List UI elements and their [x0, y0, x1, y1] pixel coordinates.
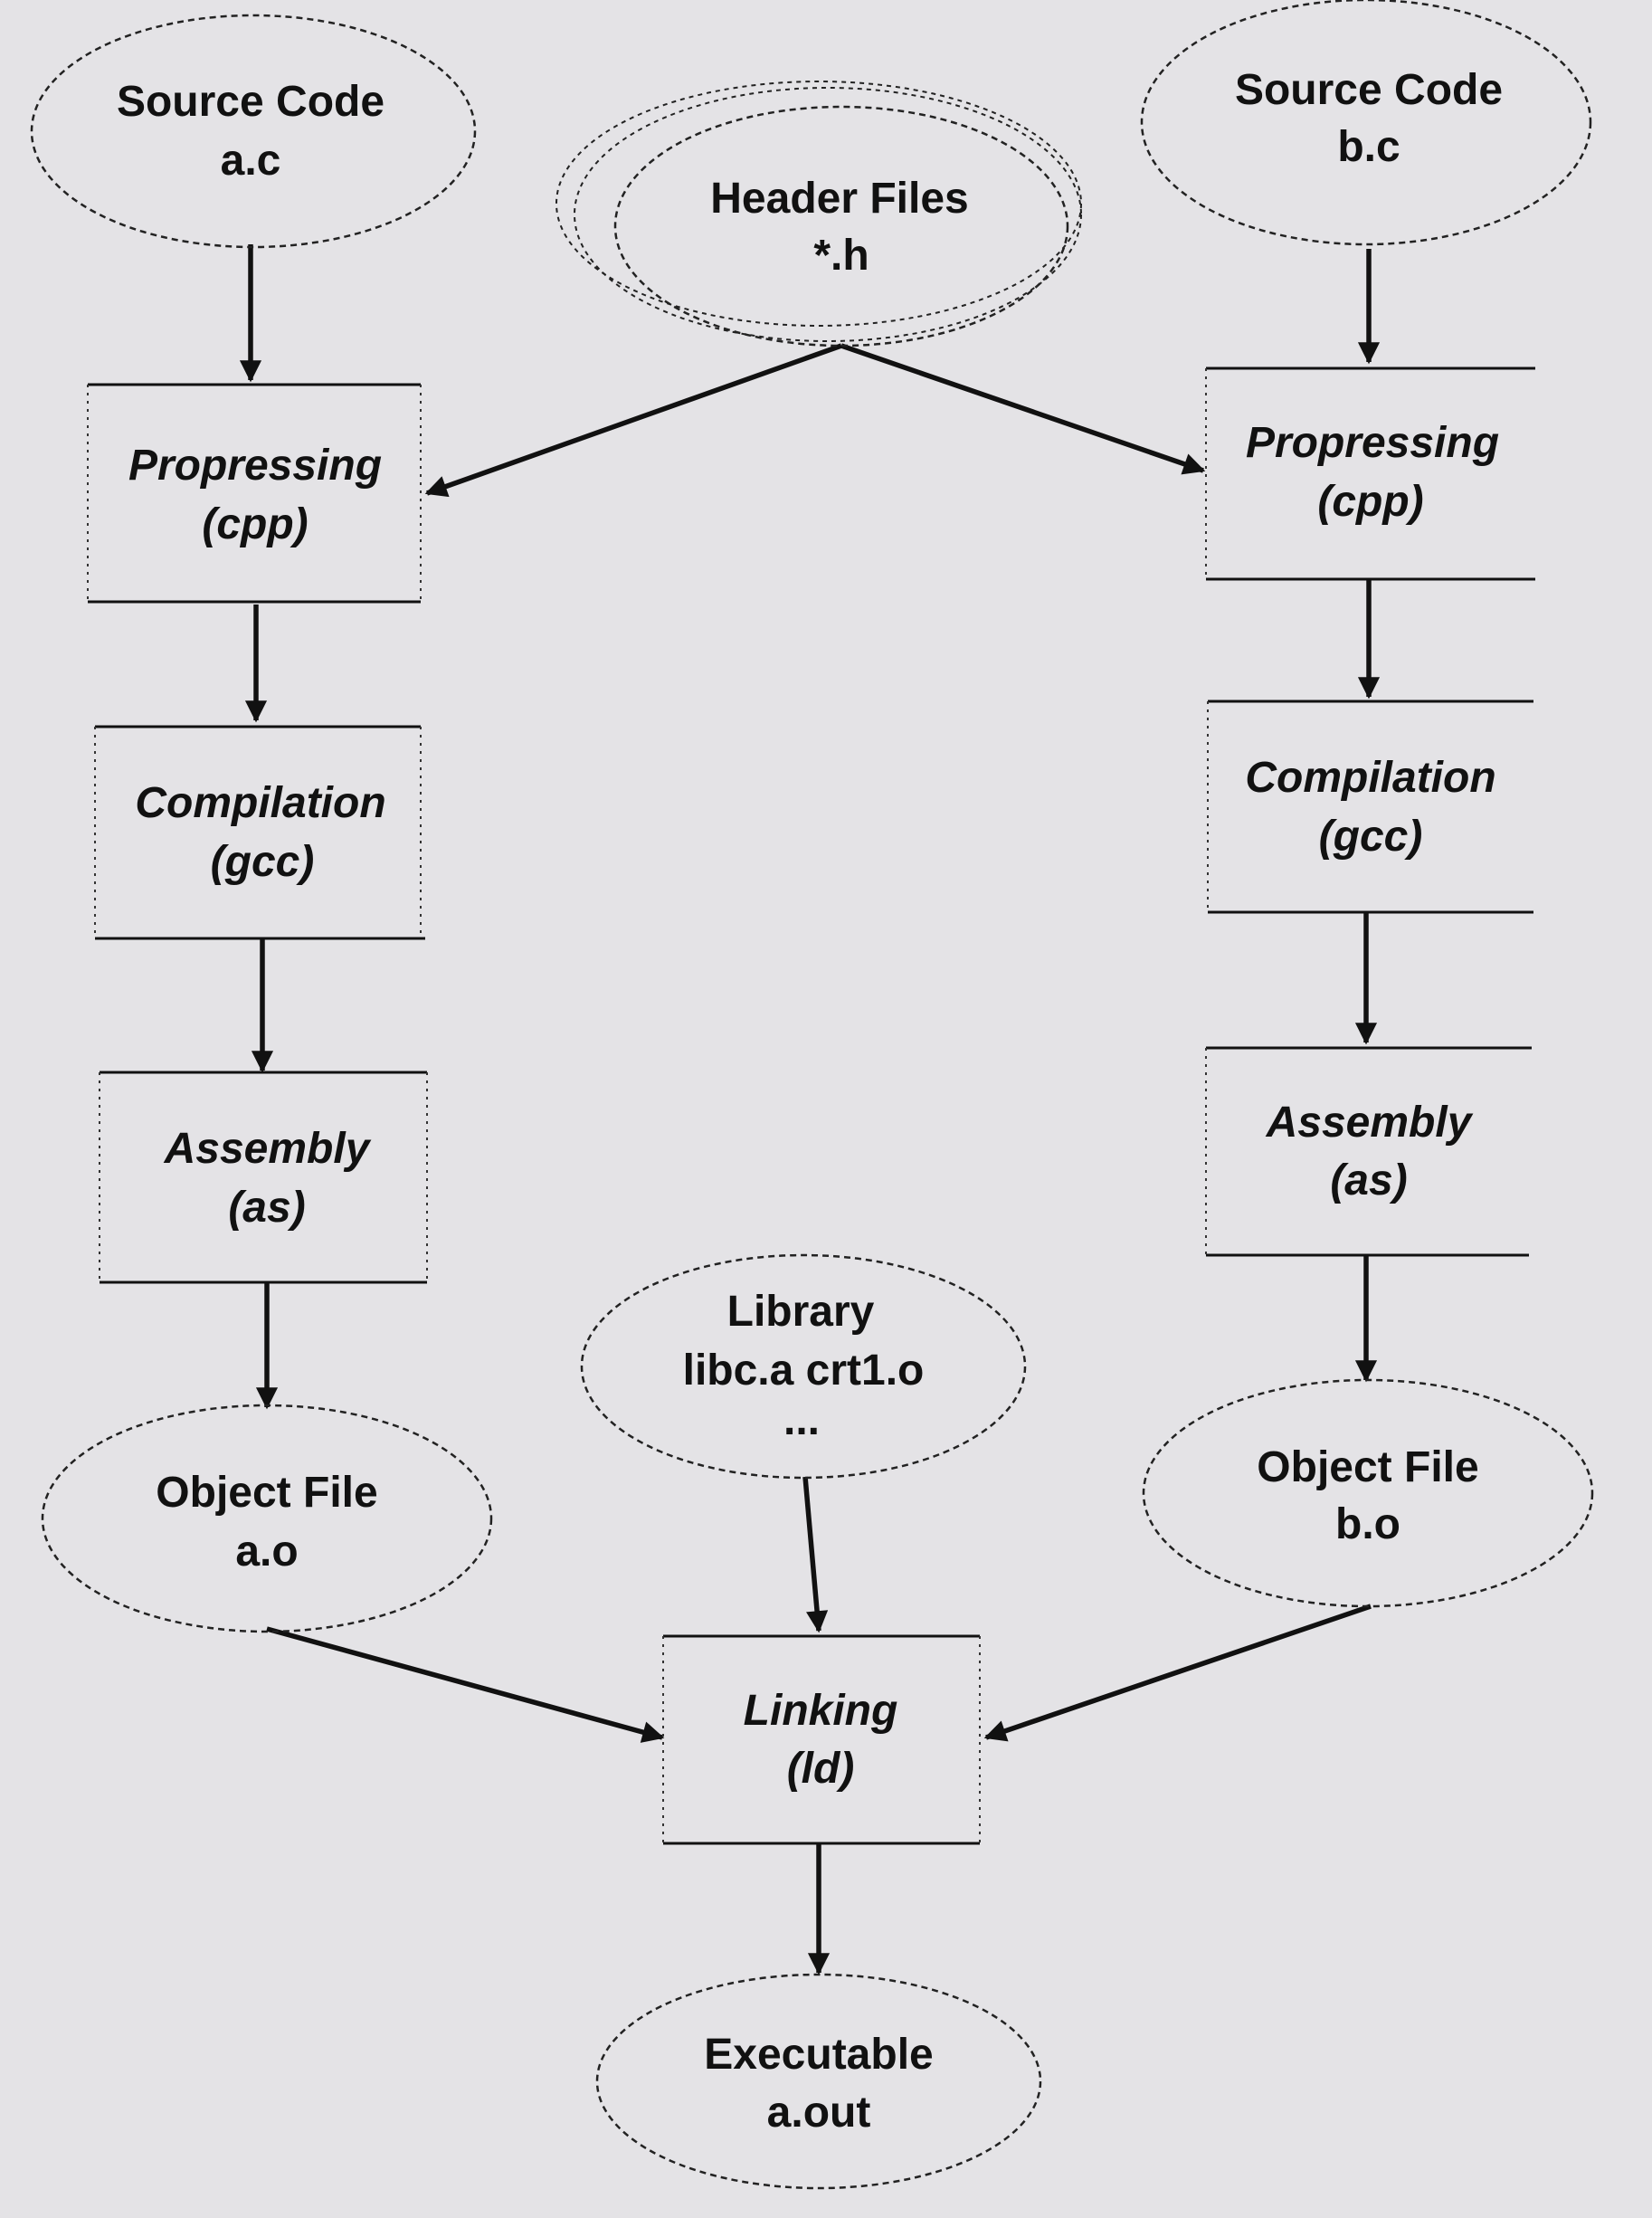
source-a-title: Source Code	[117, 78, 385, 126]
assembly-a-box: Assembly (as)	[99, 1071, 428, 1284]
linking-title: Linking	[744, 1687, 898, 1735]
compile-a-title: Compilation	[135, 779, 385, 827]
compile-b-tool: (gcc)	[1319, 813, 1423, 861]
edges	[239, 244, 1381, 1975]
preproc-b-tool: (cpp)	[1317, 478, 1423, 526]
preproc-b-box: Propressing (cpp)	[1205, 366, 1535, 581]
assembly-a-tool: (as)	[228, 1184, 305, 1232]
edge-library-to-linking	[802, 1476, 829, 1633]
linking-box: Linking (ld)	[662, 1634, 981, 1845]
object-b-filename: b.o	[1335, 1500, 1400, 1548]
source-a-node: Source Code a.c	[30, 14, 477, 249]
header-files-pattern: *.h	[813, 232, 869, 280]
object-a-title: Object File	[156, 1469, 377, 1517]
library-files: libc.a crt1.o	[683, 1347, 925, 1395]
header-files-node: Header Files *.h	[555, 81, 1082, 347]
assembly-a-title: Assembly	[164, 1125, 372, 1173]
compile-b-title: Compilation	[1245, 754, 1495, 802]
preproc-b-title: Propressing	[1246, 419, 1499, 467]
source-b-filename: b.c	[1337, 123, 1400, 171]
header-files-title: Header Files	[710, 175, 968, 223]
assembly-b-box: Assembly (as)	[1205, 1046, 1532, 1257]
executable-filename: a.out	[767, 2089, 871, 2137]
edge-object-a-to-linking	[266, 1626, 665, 1743]
executable-title: Executable	[704, 2031, 933, 2079]
compile-b-box: Compilation (gcc)	[1207, 700, 1533, 914]
compile-a-tool: (gcc)	[211, 838, 315, 886]
linking-tool: (ld)	[787, 1745, 855, 1793]
object-a-node: Object File a.o	[41, 1404, 493, 1633]
preproc-a-box: Propressing (cpp)	[87, 383, 422, 604]
edge-object-b-to-linking	[983, 1604, 1372, 1742]
source-b-title: Source Code	[1235, 66, 1503, 114]
edge-headers-to-preproc-b	[840, 343, 1206, 475]
edge-headers-to-preproc-a	[424, 343, 842, 498]
preproc-a-tool: (cpp)	[202, 500, 308, 548]
library-title: Library	[727, 1288, 875, 1336]
preproc-a-title: Propressing	[128, 442, 382, 490]
library-more: ...	[783, 1396, 820, 1444]
source-b-node: Source Code b.c	[1140, 0, 1592, 246]
assembly-b-tool: (as)	[1330, 1157, 1407, 1204]
source-a-filename: a.c	[221, 137, 281, 185]
object-b-title: Object File	[1257, 1443, 1478, 1491]
executable-node: Executable a.out	[595, 1973, 1042, 2190]
library-node: Library libc.a crt1.o ...	[580, 1253, 1027, 1480]
object-b-node: Object File b.o	[1142, 1378, 1594, 1608]
compile-a-box: Compilation (gcc)	[94, 725, 425, 940]
assembly-b-title: Assembly	[1266, 1099, 1474, 1147]
object-a-filename: a.o	[235, 1528, 298, 1575]
